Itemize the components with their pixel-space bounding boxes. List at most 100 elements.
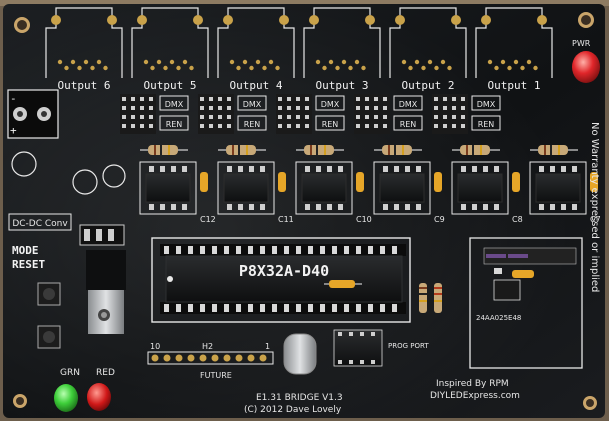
resistor <box>452 145 500 155</box>
chip-pin <box>200 304 205 312</box>
capacitor-label: C11 <box>278 215 294 224</box>
chip-pin <box>332 304 337 312</box>
future-header: 10 1 H2 FUTURE <box>147 342 274 380</box>
reset-label: RESET <box>12 258 45 271</box>
header-pin <box>199 354 207 362</box>
h2-label: H2 <box>202 342 213 351</box>
jumper-ren-label: REN <box>400 120 417 129</box>
chip-pin <box>371 332 375 336</box>
power-led <box>572 51 600 83</box>
resistor <box>374 145 422 155</box>
driver-chip <box>451 161 520 215</box>
svg-text:-: - <box>10 92 17 105</box>
chip-pin <box>200 246 205 254</box>
chip-pin <box>296 246 301 254</box>
red-label: RED <box>96 368 115 378</box>
chip-pin <box>176 304 181 312</box>
chip-pin <box>320 304 325 312</box>
driver-chip <box>295 161 364 215</box>
header-pin <box>187 354 195 362</box>
resistor <box>218 145 266 155</box>
driver-chips <box>139 161 598 215</box>
jumper-dmx-label: DMX <box>321 100 340 109</box>
jumper-ren-label: REN <box>478 120 495 129</box>
resistor <box>140 145 188 155</box>
eeprom-area: 24AA025E48 <box>469 237 583 369</box>
chip-pin <box>320 246 325 254</box>
capacitor-label: C12 <box>200 215 216 224</box>
chip-pin <box>224 304 229 312</box>
chip-pin <box>308 246 313 254</box>
driver-chip <box>529 161 598 215</box>
red-led <box>87 383 111 411</box>
svg-text:+: + <box>10 124 17 137</box>
chip-pin <box>380 304 385 312</box>
status-leds: GRN RED PWR <box>54 39 600 412</box>
output-connector: Output 1 <box>475 7 553 92</box>
chip-pin <box>248 304 253 312</box>
chip-pin <box>349 360 353 364</box>
chip-pin <box>284 246 289 254</box>
output-connector: Output 3 <box>303 7 381 92</box>
prog-port-label: PROG PORT <box>388 342 429 350</box>
driver-chip <box>373 161 442 215</box>
output-connector: Output 6 <box>45 7 123 92</box>
chip-pin <box>236 304 241 312</box>
output-connector: Output 2 <box>389 7 467 92</box>
capacitor-c5 <box>324 280 362 288</box>
crystal <box>283 333 317 375</box>
chip-pin <box>260 304 265 312</box>
jumper-ren-label: REN <box>322 120 339 129</box>
green-led <box>54 384 78 412</box>
driver-chip <box>139 161 208 215</box>
chip-pin <box>212 304 217 312</box>
chip-pin <box>236 246 241 254</box>
jumper-block: DMX REN <box>276 94 345 134</box>
right-resistors <box>419 283 442 313</box>
eeprom-label: 24AA025E48 <box>476 314 521 322</box>
header-pin <box>163 354 171 362</box>
chip-pin <box>338 360 342 364</box>
chip-pin <box>368 246 373 254</box>
resistor <box>530 145 578 155</box>
resistor <box>296 145 344 155</box>
header-pin <box>235 354 243 362</box>
header-pin <box>151 354 159 362</box>
voltage-regulator: DC-DC Conv <box>8 213 126 334</box>
chip-pin <box>392 246 397 254</box>
chip-pin <box>356 304 361 312</box>
chip-pin <box>248 246 253 254</box>
output-connector: Output 4 <box>217 7 295 92</box>
jumper-dmx-label: DMX <box>399 100 418 109</box>
header-pin <box>223 354 231 362</box>
header-pin <box>175 354 183 362</box>
chip-pin <box>260 246 265 254</box>
output-label: Output 2 <box>402 79 455 92</box>
resistor-row <box>140 145 578 155</box>
chip-pin <box>332 246 337 254</box>
header-pin <box>259 354 267 362</box>
chip-pin <box>356 246 361 254</box>
mode-reset-buttons: MODE RESET <box>12 244 61 349</box>
output-label: Output 5 <box>144 79 197 92</box>
output-connector: Output 5 <box>131 7 209 92</box>
dc-dc-label: DC-DC Conv <box>12 219 68 229</box>
copyright: (C) 2012 Dave Lovely <box>244 405 342 415</box>
output-label: Output 1 <box>488 79 541 92</box>
output-label: Output 3 <box>316 79 369 92</box>
chip-pin <box>368 304 373 312</box>
chip-pin <box>380 246 385 254</box>
future-label: FUTURE <box>200 371 232 380</box>
power-capacitors <box>11 151 126 195</box>
output-connectors: Output 6 Output 5 Output 4 Output 3 Output 2… <box>45 7 553 92</box>
chip-pin <box>188 246 193 254</box>
capacitor-label: C9 <box>434 215 445 224</box>
chip-pin <box>308 304 313 312</box>
header-pin <box>247 354 255 362</box>
grn-label: GRN <box>60 368 80 378</box>
pwr-label: PWR <box>572 39 591 48</box>
